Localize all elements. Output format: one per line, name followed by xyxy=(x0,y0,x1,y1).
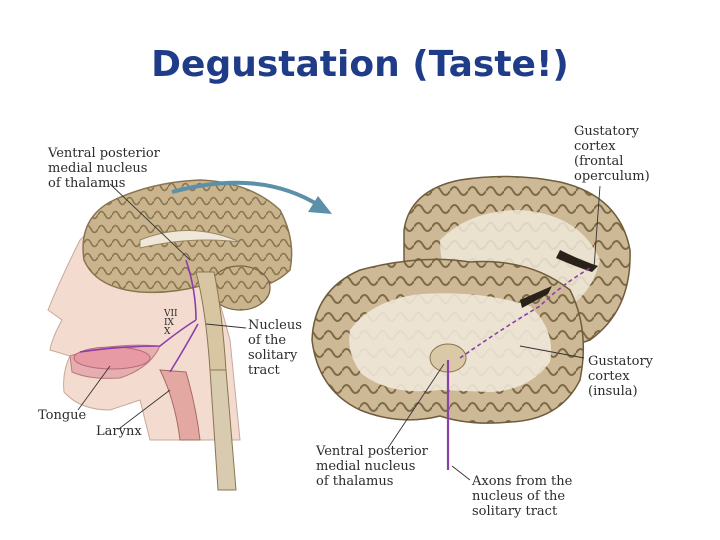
label-gustatory-insula: Gustatory cortex (insula) xyxy=(588,354,654,399)
label-tongue: Tongue xyxy=(38,408,87,423)
label-nerve-ix: IX xyxy=(164,318,174,328)
coronal-section-front-white xyxy=(349,293,552,392)
leader-vpm-top xyxy=(109,183,191,261)
leader-larynx xyxy=(119,389,171,429)
operculum-sulcus xyxy=(556,250,598,272)
leader-gustatory-frontal xyxy=(593,185,601,269)
gustatory-pathway xyxy=(79,259,591,470)
leader-lines xyxy=(77,183,601,481)
arrow-curve xyxy=(171,180,322,208)
label-axons: Axons from the nucleus of the solitary t… xyxy=(472,474,573,519)
leader-tongue xyxy=(77,365,111,411)
insula-sulcus xyxy=(520,286,552,308)
arrow-head xyxy=(308,196,332,214)
label-larynx: Larynx xyxy=(96,424,142,439)
pathway-insula-to-operculum xyxy=(459,267,591,359)
anatomy-illustration xyxy=(47,175,631,491)
pathway-nucleus-to-thalamus xyxy=(185,259,197,321)
spinal-cord xyxy=(209,369,237,491)
label-nucleus-solitary: Nucleus of the solitary tract xyxy=(248,318,302,378)
taste-pathway-diagram: Ventral posterior medial nucleus of thal… xyxy=(0,110,720,540)
slide-title: Degustation (Taste!) xyxy=(151,44,569,85)
coronal-sections xyxy=(311,175,631,424)
leader-nucleus-solitary xyxy=(205,323,247,329)
corpus-callosum xyxy=(139,229,241,249)
label-nerve-vii: VII xyxy=(164,309,178,319)
leader-axons xyxy=(451,465,471,481)
leader-gustatory-insula xyxy=(519,345,585,359)
pathway-larynx-to-nucleus xyxy=(169,323,199,373)
label-gustatory-frontal: Gustatory cortex (frontal operculum) xyxy=(574,124,650,184)
tongue xyxy=(73,346,151,370)
label-vpm-bottom: Ventral posterior medial nucleus of thal… xyxy=(316,444,428,489)
label-vpm-top: Ventral posterior medial nucleus of thal… xyxy=(48,146,160,191)
pathway-tongue-to-nucleus xyxy=(79,319,197,353)
label-nerve-x: X xyxy=(164,327,171,337)
leader-vpm-bottom xyxy=(387,363,445,449)
label-cranial-nerves: VII IX X xyxy=(164,310,178,337)
transition-arrow xyxy=(171,180,332,214)
